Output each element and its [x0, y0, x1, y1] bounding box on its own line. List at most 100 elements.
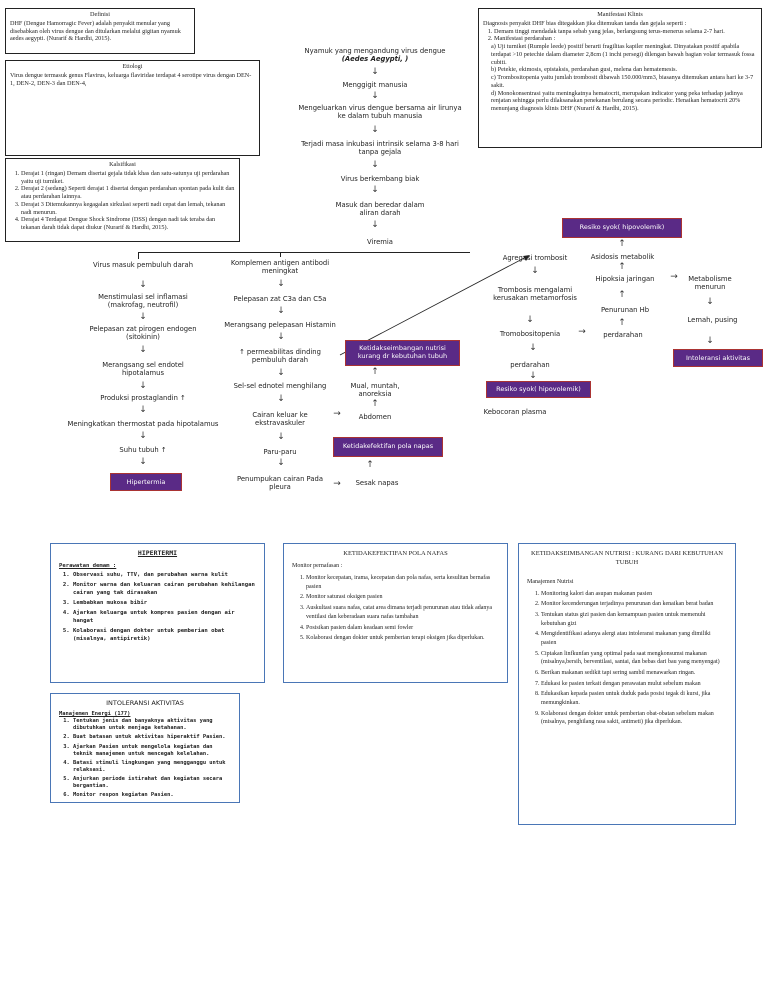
flow-node-nyamuk-line2: (Aedes Aegypti, ) — [341, 55, 409, 64]
arrow-down-icon: ↓ — [277, 432, 285, 442]
card-item: Monitor saturasi oksigen pasien — [306, 593, 499, 602]
flow-node-beredar: Masuk dan beredar dalam aliran darah — [335, 201, 425, 218]
flow-perdarahan-right: perdarahan — [603, 331, 643, 339]
card-item: Monitor warna dan keluaran cairan peruba… — [73, 581, 256, 597]
klasifikasi-box: Kalsifikasi Derajat 1 (ringan) Demam dis… — [5, 158, 240, 242]
arrow-down-icon: ↓ — [139, 345, 147, 355]
arrow-down-icon: ↓ — [371, 160, 379, 170]
flow-mid-4: Sel-sel ednotel menghilang — [233, 382, 327, 390]
manifestasi-box: Manifestasi Klinis Diagnosis penyakit DH… — [478, 8, 762, 148]
arrow-down-icon: ↓ — [139, 381, 147, 391]
flow-lemah: Lemah, pusing — [687, 316, 738, 324]
card-hipertermi-subtitle: Perawatan demam : — [59, 563, 117, 570]
arrow-down-icon: ↓ — [139, 280, 147, 290]
card-item: Lembabkan mukosa bibir — [73, 599, 256, 607]
flow-node-nyamuk-line1: Nyamuk yang mengandung virus dengue — [304, 47, 446, 55]
flow-perdarahan-left: perdarahan — [510, 361, 550, 369]
flow-kebocoran: Kebocoran plasma — [483, 408, 547, 416]
card-hipertermi-list: Observasi suhu, TTV, dan perubahan warna… — [59, 571, 256, 644]
arrow-down-icon: ↓ — [139, 457, 147, 467]
card-nutrisi-subtitle: Manajemen Nutrisi — [527, 578, 574, 585]
arrow-up-icon: ↑ — [618, 239, 626, 249]
flow-node-mengeluarkan: Mengeluarkan virus dengue bersama air li… — [298, 104, 462, 121]
flow-mid-1: Pelepasan zat C3a dan C5a — [233, 295, 327, 303]
card-item: Tentukan jenis dan banyaknya aktivitas y… — [73, 718, 231, 732]
arrow-down-icon: ↓ — [277, 306, 285, 316]
manifestasi-sublist: a) Uji turniket (Rumple leede) positif b… — [483, 43, 757, 113]
card-item: Kolaborasi dengan dokter untuk pemberian… — [73, 627, 256, 643]
flow-trombositopenia: Tromobositopenia — [499, 330, 561, 338]
manifestasi-subitem: a) Uji turniket (Rumple leede) positif b… — [491, 43, 755, 66]
card-intoleransi-list: Tentukan jenis dan banyaknya aktivitas y… — [59, 718, 231, 798]
manifestasi-list: Demam tinggi mendadak tanpa sebab yang j… — [483, 28, 757, 44]
arrow-right-icon: → — [670, 272, 678, 282]
card-item: Mengidentifikasi adanya alergi atau into… — [541, 630, 727, 647]
card-intoleransi-title: INTOLERANSI AKTIVITAS — [106, 699, 184, 707]
flow-left-0: Virus masuk pembuluh darah — [92, 261, 194, 269]
arrow-down-icon: ↓ — [139, 312, 147, 322]
arrow-right-icon: → — [333, 409, 341, 419]
flow-trombosis: Trombosis mengalami kerusakan metamorfos… — [493, 286, 577, 303]
card-item: Kolaborasi dengan dokter untuk pemberian… — [541, 710, 727, 727]
card-item: Posisikan pasien dalam keadaan semi fowl… — [306, 624, 499, 633]
arrow-down-icon: ↓ — [706, 336, 714, 346]
arrow-down-icon: ↓ — [529, 343, 537, 353]
flow-mid-6: Paru-paru — [263, 448, 297, 456]
arrow-up-icon: ↑ — [618, 262, 626, 272]
arrow-up-icon: ↑ — [618, 318, 626, 328]
flow-node-viremia: Viremia — [367, 238, 393, 246]
manifestasi-subitem: c) Trombositopenia yaitu jumlah trombosi… — [491, 74, 754, 89]
arrow-right-icon: → — [578, 327, 586, 337]
flow-left-1: Menstimulasi sel inflamasi (makrofag, ne… — [98, 293, 188, 310]
flow-node-inkubasi: Terjadi masa inkubasi intrinsik selama 3… — [301, 140, 459, 157]
card-item: Tentukan status gizi pasien dan kemampua… — [541, 611, 727, 628]
card-item: Ciptakan linfkunfan yang optimal pada sa… — [541, 650, 727, 667]
card-nutrisi: KETIDAKSEIMBANGAN NUTRISI : KURANG DARI … — [518, 543, 736, 825]
flow-mid-5: Cairan keluar ke ekstravaskuler — [252, 411, 308, 428]
diagnosis-pola-napas: Ketidakefektifan pola napas — [333, 437, 443, 457]
flow-left-4: Produksi prostaglandin ↑ — [100, 394, 186, 402]
flow-mual: Mual, muntah, anoreksia — [350, 382, 400, 399]
card-item: Observasi suhu, TTV, dan perubahan warna… — [73, 571, 256, 579]
arrow-down-icon: ↓ — [526, 315, 534, 325]
card-item: Batasi stimuli lingkungan yang menggangg… — [73, 760, 231, 774]
arrow-down-icon: ↓ — [277, 332, 285, 342]
card-nutrisi-title: KETIDAKSEIMBANGAN NUTRISI : KURANG DARI … — [531, 550, 723, 567]
etiologi-text: Virus dengue termasuk genus Flavirus, ke… — [10, 71, 252, 87]
manifestasi-subitem: d) Monokonsentrasi yaitu meningkatnya he… — [491, 89, 743, 113]
card-item: Anjurkan periode istirahat dan kegiatan … — [73, 776, 231, 790]
klasifikasi-title: Kalsifikasi — [109, 161, 136, 168]
arrow-right-icon: → — [333, 479, 341, 489]
flow-agregasi: Agregasi trombosit — [502, 254, 568, 262]
manifestasi-intro: Diagnosis penyakit DHF bias ditegakkan j… — [483, 19, 687, 27]
arrow-down-icon: ↓ — [706, 297, 714, 307]
card-pola-napas-title: KETIDAKEFEKTIFAN POLA NAFAS — [343, 550, 448, 557]
flow-mid-3: ↑ permeabilitas dinding pembuluh darah — [239, 348, 321, 365]
manifestasi-title: Manifestasi Klinis — [597, 11, 643, 18]
card-item: Edukasi ke pasien terkait dengan perawat… — [541, 680, 727, 689]
flow-left-3: Merangsang sel endotel hipotalamus — [102, 361, 184, 378]
arrow-down-icon: ↓ — [277, 368, 285, 378]
arrow-down-icon: ↓ — [139, 405, 147, 415]
etiologi-box: Etiologi Virus dengue termasuk genus Fla… — [5, 60, 260, 156]
etiologi-title: Etiologi — [122, 63, 143, 70]
card-item: Monitor kecepatan, irama, kecepatan dan … — [306, 574, 499, 591]
arrow-down-icon: ↓ — [277, 394, 285, 404]
arrow-down-icon: ↓ — [371, 220, 379, 230]
klasifikasi-item: Derajat 2 (sedang) Seperti derajat 1 dis… — [21, 185, 235, 201]
arrow-down-icon: ↓ — [531, 266, 539, 276]
branch-line — [138, 252, 139, 259]
definisi-box: Definisi DHF (Dengue Hamorragic Fever) a… — [5, 8, 195, 54]
card-item: Kolaborasi dengan dokter untuk pemberian… — [306, 634, 499, 643]
flow-penurunan-hb: Penurunan Hb — [600, 306, 650, 314]
card-item: Berikan makanan sedikit tapi sering samb… — [541, 669, 727, 678]
arrow-down-icon: ↓ — [529, 371, 537, 381]
klasifikasi-item: Derajat 3 Ditemukannya kegagalan sirkula… — [21, 201, 235, 217]
card-intoleransi-subtitle: Manajemen Energi (177) — [59, 711, 131, 718]
branch-line — [138, 252, 470, 253]
arrow-down-icon: ↓ — [371, 67, 379, 77]
flow-node-nyamuk: Nyamuk yang mengandung virus dengue (Aed… — [290, 47, 460, 64]
card-hipertermi-title: HIPERTERMI — [137, 549, 178, 557]
diagnosis-resiko-syok-top: Resiko syok( hipovolemik) — [562, 218, 682, 238]
flow-asidosis: Asidosis metabolik — [590, 253, 655, 261]
